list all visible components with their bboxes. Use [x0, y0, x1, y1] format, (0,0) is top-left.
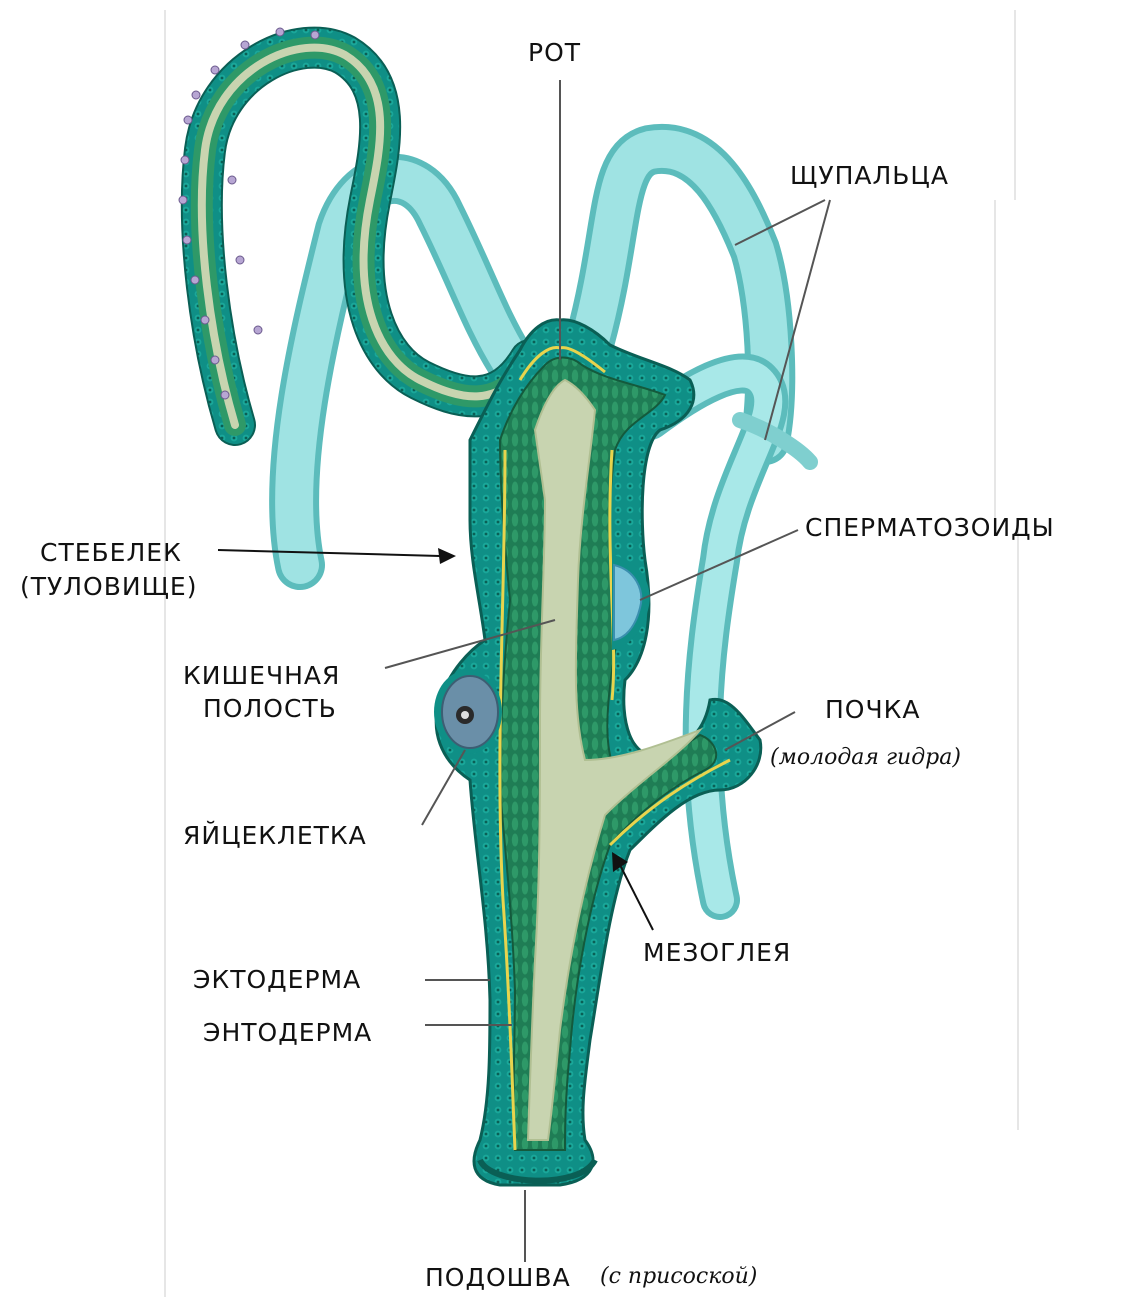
label-mouth: РОТ — [528, 40, 581, 65]
egg-cell — [434, 670, 502, 754]
label-bud: ПОЧКА — [825, 697, 920, 722]
leader-egg — [422, 750, 465, 825]
label-gut-line1: КИШЕЧНАЯ — [183, 663, 340, 688]
tentacle-main — [202, 48, 530, 425]
leader-mesoglea — [620, 865, 653, 930]
label-sole: ПОДОШВА — [425, 1265, 571, 1290]
label-stalk: СТЕБЕЛЕК — [40, 540, 182, 565]
leader-stalk — [218, 550, 440, 556]
label-tentacles: ЩУПАЛЬЦА — [790, 163, 949, 188]
label-stalk-note: (ТУЛОВИЩЕ) — [20, 574, 197, 599]
hydra-body — [436, 320, 761, 1185]
label-sole-note: (с присоской) — [600, 1266, 757, 1288]
label-mesoglea: МЕЗОГЛЕЯ — [643, 940, 791, 965]
label-endoderm: ЭНТОДЕРМА — [203, 1020, 372, 1045]
label-gut-line2: ПОЛОСТЬ — [203, 696, 337, 721]
stalk-arrowhead — [438, 548, 456, 564]
label-sperm: СПЕРМАТОЗОИДЫ — [805, 515, 1055, 540]
label-egg: ЯЙЦЕКЛЕТКА — [183, 823, 367, 848]
label-ectoderm: ЭКТОДЕРМА — [193, 967, 361, 992]
label-bud-note: (молодая гидра) — [770, 747, 961, 769]
